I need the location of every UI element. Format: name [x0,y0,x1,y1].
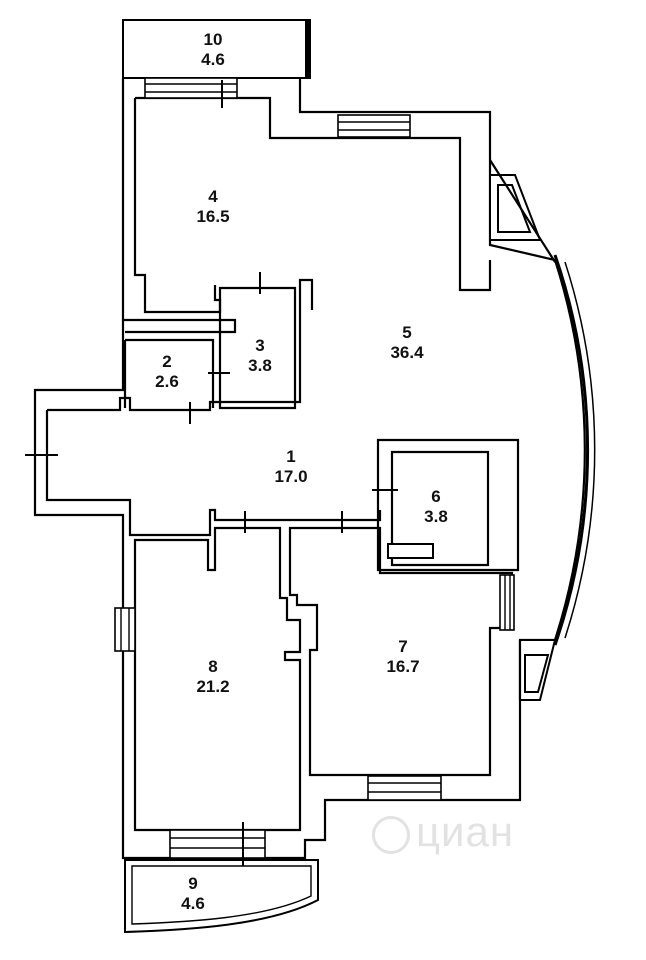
room-number: 2 [162,352,172,371]
exterior-wall-outer [33,78,586,860]
door-marks [25,80,398,866]
window-room-7 [367,775,442,801]
watermark: циан [372,808,514,856]
room-number: 1 [286,447,296,466]
room-label-4: 4 16.5 [196,187,229,227]
room-area: 3.8 [424,507,448,526]
room-label-5: 5 36.4 [390,323,423,363]
balcony-9-inner [131,865,312,925]
room-area: 16.7 [386,657,420,676]
room-area: 17.0 [274,467,308,486]
room-area: 36.4 [390,343,424,362]
bay-wall-top [489,159,556,263]
room-label-7: 7 16.7 [386,637,419,677]
bay-window-outer [564,261,596,639]
watermark-text: циан [416,808,515,855]
room-label-3: 3 3.8 [248,336,272,376]
room-area: 16.5 [196,207,230,226]
window-room-6-side [499,574,515,631]
room-2-walls [123,286,297,410]
room-label-9: 9 4.6 [181,874,205,914]
window-top-left [144,77,238,99]
balcony-9-outline [124,859,319,934]
room-7-walls [288,526,514,777]
room-area: 21.2 [196,677,230,696]
room-area: 2.6 [155,372,179,391]
balcony-10-outline [122,19,311,79]
corridor-inner [45,278,382,537]
room-number: 8 [208,657,218,676]
room-number: 7 [398,637,408,656]
room-number: 5 [402,323,412,342]
room-label-2: 2 2.6 [155,352,179,392]
bay-niche-top [489,174,542,241]
room-label-8: 8 21.2 [196,657,229,697]
logo-icon [372,815,410,854]
room-number: 3 [255,336,265,355]
room-number: 4 [208,187,218,206]
room-number: 6 [431,487,441,506]
balcony-10-edge [305,20,310,78]
room-area: 3.8 [248,356,272,375]
room-8-walls [133,526,302,832]
bay-window [553,254,590,646]
bay-niche-bottom [519,639,557,701]
room-number: 10 [203,30,223,49]
window-room-8 [114,607,136,652]
room-6-walls [376,438,520,572]
window-room-5 [337,114,411,138]
window-bottom [169,829,266,859]
room-6-fixture [387,543,434,559]
room-area: 4.6 [181,894,205,913]
exterior-wall-inner [133,96,492,314]
room-number: 9 [188,874,198,893]
room-label-1: 1 17.0 [274,447,307,487]
room-label-10: 10 4.6 [201,30,225,70]
room-label-6: 6 3.8 [424,487,448,527]
room-area: 4.6 [201,50,225,69]
